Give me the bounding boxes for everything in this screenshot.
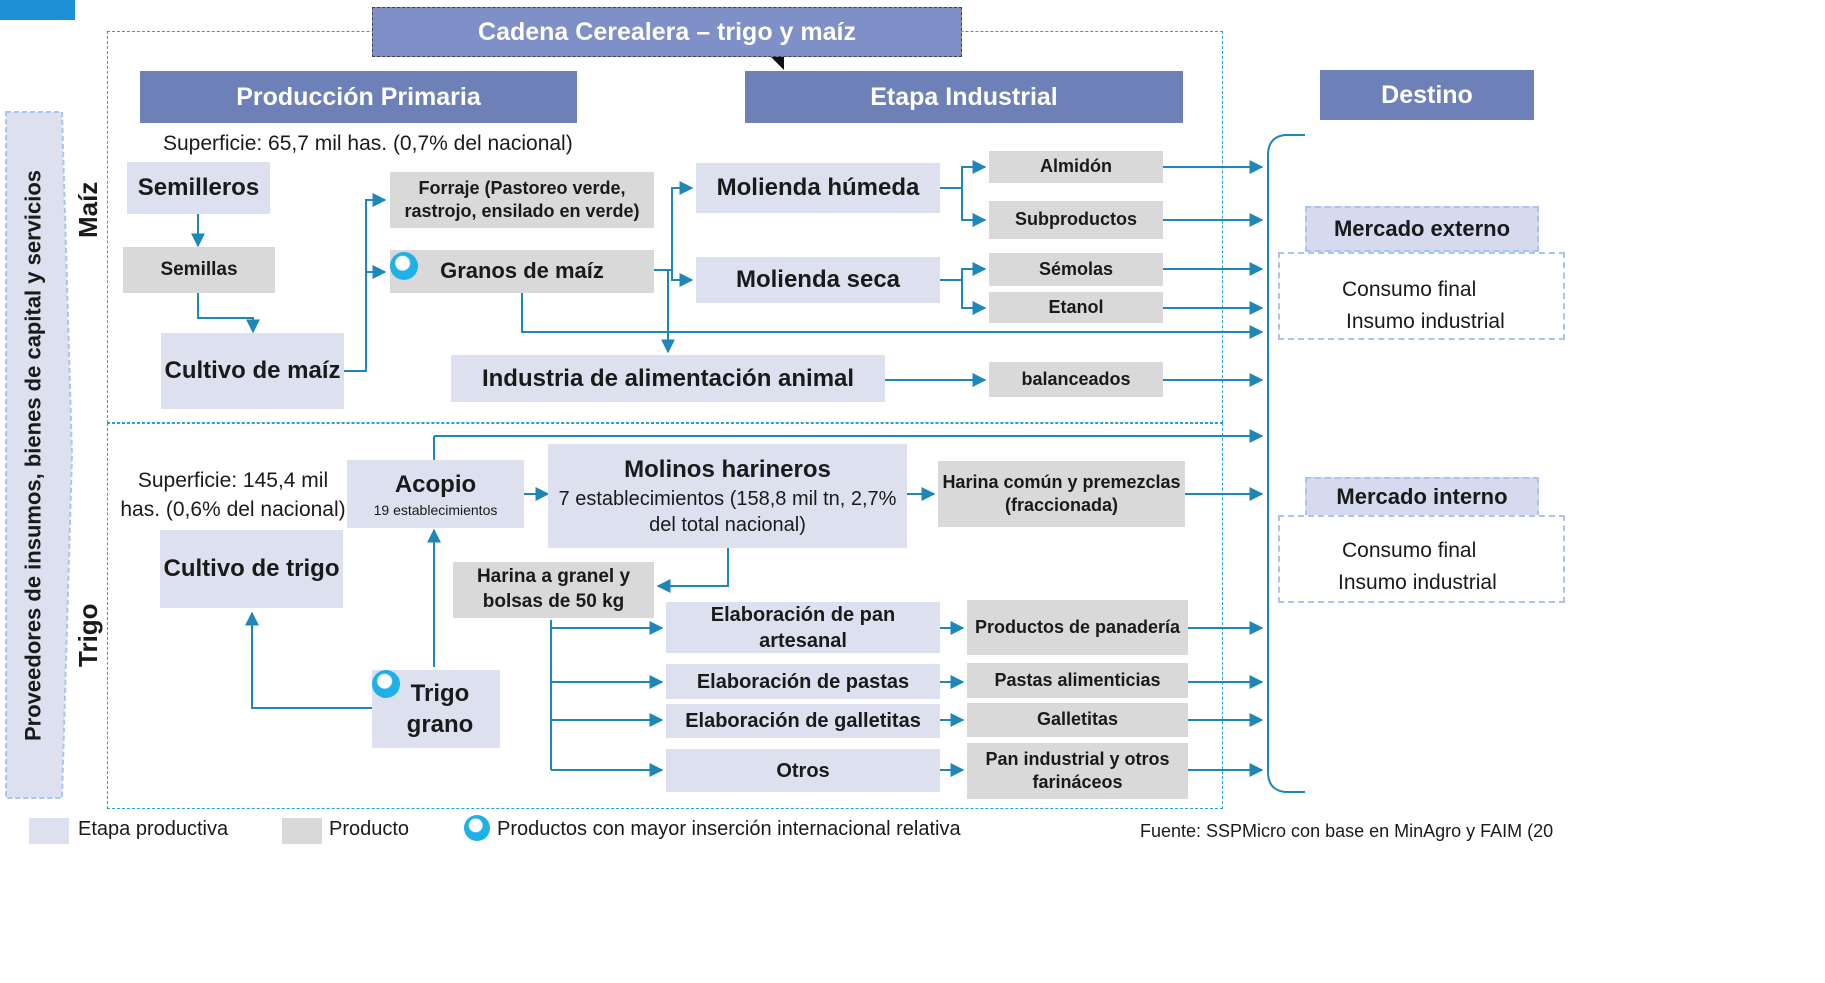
node-pastas: Elaboración de pastas xyxy=(666,664,940,699)
node-etanol: Etanol xyxy=(989,292,1163,323)
header-etapa-industrial: Etapa Industrial xyxy=(745,71,1183,123)
side-arrow-shape xyxy=(5,111,74,799)
node-acopio: Acopio 19 establecimientos xyxy=(347,460,524,528)
mercado-externo-box: Consumo final Insumo industrial xyxy=(1278,252,1565,340)
node-otros: Otros xyxy=(666,749,940,792)
node-galletitas: Elaboración de galletitas xyxy=(666,704,940,738)
legend-insertion-icon xyxy=(464,815,490,841)
legend-label-etapa: Etapa productiva xyxy=(78,818,229,840)
node-molienda-seca: Molienda seca xyxy=(696,257,940,303)
interno-line-1: Consumo final xyxy=(1342,539,1477,562)
mercado-interno-header: Mercado interno xyxy=(1305,477,1539,517)
node-alimentacion-animal: Industria de alimentación animal xyxy=(451,355,885,402)
trigo-section-frame xyxy=(107,423,1223,809)
node-cultivo-trigo: Cultivo de trigo xyxy=(160,530,343,608)
legend-label-producto: Producto xyxy=(329,818,410,840)
node-molienda-humeda: Molienda húmeda xyxy=(696,163,940,213)
acopio-sub: 19 establecimientos xyxy=(373,501,498,518)
node-semillas: Semillas xyxy=(123,247,275,293)
node-molinos-harineros: Molinos harineros 7 establecimientos (15… xyxy=(548,444,907,548)
externo-line-1: Consumo final xyxy=(1342,278,1477,301)
maiz-insertion-marker-icon xyxy=(390,252,418,280)
node-pastas-alimenticias: Pastas alimenticias xyxy=(967,663,1188,698)
header-produccion-primaria: Producción Primaria xyxy=(140,71,577,123)
header-destino: Destino xyxy=(1320,70,1534,120)
acopio-label: Acopio xyxy=(394,471,477,499)
molinos-sub: 7 establecimientos (158,8 mil tn, 2,7% d… xyxy=(558,487,897,536)
diagram-title: Cadena Cerealera – trigo y maíz xyxy=(372,7,962,57)
node-harina-comun: Harina común y premezclas (fraccionada) xyxy=(938,461,1185,527)
node-pan-industrial: Pan industrial y otros farináceos xyxy=(967,743,1188,799)
node-harina-granel: Harina a granel y bolsas de 50 kg xyxy=(453,562,654,618)
node-semilleros: Semilleros xyxy=(127,162,270,214)
mercado-interno-box: Consumo final Insumo industrial xyxy=(1278,515,1565,603)
molinos-title: Molinos harineros xyxy=(624,456,831,484)
interno-line-2: Insumo industrial xyxy=(1338,570,1497,594)
node-productos-panaderia: Productos de panadería xyxy=(967,600,1188,655)
node-subproductos: Subproductos xyxy=(989,201,1163,239)
node-balanceados: balanceados xyxy=(989,362,1163,397)
node-pan-artesanal: Elaboración de pan artesanal xyxy=(666,602,940,653)
node-galletitas-producto: Galletitas xyxy=(967,703,1188,737)
node-forraje: Forraje (Pastoreo verde, rastrojo, ensil… xyxy=(390,172,654,228)
corner-accent xyxy=(0,0,75,20)
node-almidon: Almidón xyxy=(989,151,1163,183)
node-semolas: Sémolas xyxy=(989,253,1163,286)
legend-label-insercion: Productos con mayor inserción internacio… xyxy=(497,818,961,840)
trigo-superficie: Superficie: 145,4 mil has. (0,6% del nac… xyxy=(120,469,346,522)
node-granos-maiz: Granos de maíz xyxy=(390,250,654,293)
legend-swatch-producto xyxy=(282,818,322,844)
externo-line-2: Insumo industrial xyxy=(1346,309,1505,333)
mercado-externo-header: Mercado externo xyxy=(1305,206,1539,252)
maiz-superficie: Superficie: 65,7 mil has. (0,7% del naci… xyxy=(163,132,573,155)
legend-swatch-etapa xyxy=(29,818,69,844)
source-note: Fuente: SSPMicro con base en MinAgro y F… xyxy=(1140,821,1554,841)
trigo-insertion-marker-icon xyxy=(372,670,400,698)
node-cultivo-maiz: Cultivo de maíz xyxy=(161,333,344,409)
